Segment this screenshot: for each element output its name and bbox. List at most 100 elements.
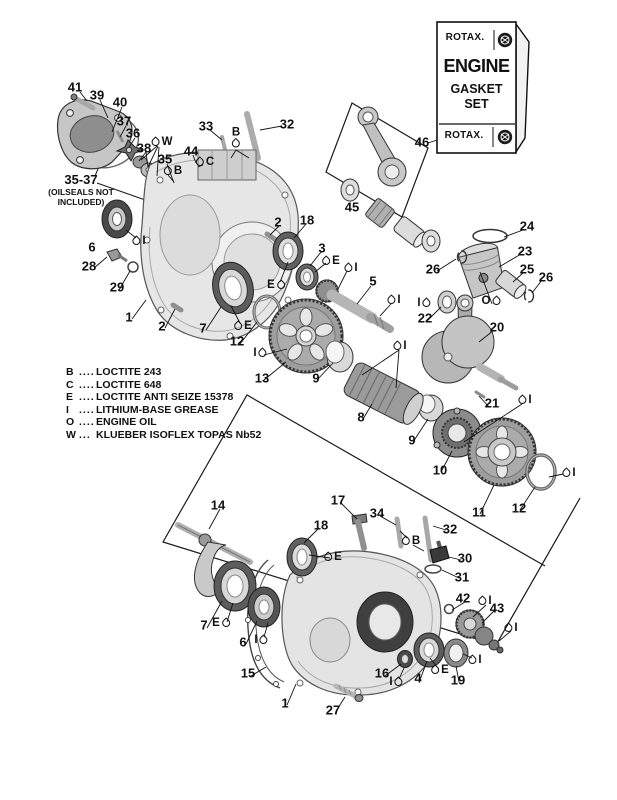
fluid-letter: I <box>488 595 492 607</box>
fluid-letter: C <box>205 156 215 168</box>
legend-letter: W <box>66 428 76 441</box>
part-callout-41: 41 <box>67 79 83 95</box>
lower-crankcase-group <box>175 513 504 702</box>
fluid-marker-I: I <box>516 394 532 406</box>
legend-dots: .... <box>79 378 95 391</box>
legend-dots: .... <box>79 416 95 429</box>
part-callout-2: 2 <box>274 214 282 230</box>
part-callout-21: 21 <box>484 395 500 411</box>
oil-droplet-icon <box>256 347 269 359</box>
gear-11 <box>467 417 537 487</box>
part-callout-28: 28 <box>81 258 97 274</box>
oil-droplet-icon <box>490 295 503 307</box>
part-callout-6: 6 <box>88 239 96 255</box>
part-callout-1: 1 <box>281 695 289 711</box>
legend-row-E: E....LOCTITE ANTI SEIZE 15378 <box>66 391 261 404</box>
oil-droplet-icon <box>162 165 174 177</box>
oil-droplet-icon <box>466 654 479 666</box>
part-callout-8: 8 <box>357 409 365 425</box>
fluid-letter: I <box>389 676 393 688</box>
part-callout-17: 17 <box>330 492 346 508</box>
part-callout-43: 43 <box>489 600 505 616</box>
fluid-marker-E: E <box>232 320 252 332</box>
oilseal-note-line2: INCLUDED) <box>57 197 105 207</box>
part-callout-25: 25 <box>519 261 535 277</box>
part-callout-18: 18 <box>313 517 329 533</box>
part-callout-46: 46 <box>414 134 430 150</box>
fluid-letter: I <box>478 654 482 666</box>
part-callout-34: 34 <box>369 505 385 521</box>
legend-letter: B <box>66 366 74 378</box>
fluid-marker-O: O <box>481 295 503 307</box>
fluid-marker-E: E <box>320 255 340 267</box>
legend-dots: .... <box>79 366 95 378</box>
part-callout-26: 26 <box>425 261 441 277</box>
part-callout-42: 42 <box>455 590 471 606</box>
oil-droplet-icon <box>257 634 270 646</box>
part-callout-30: 30 <box>457 550 473 566</box>
part-callout-33: 33 <box>198 118 214 134</box>
oil-droplet-icon <box>391 340 404 352</box>
fluid-marker-I: I <box>254 634 270 646</box>
fluid-letter: O <box>481 295 491 307</box>
legend-dots: .... <box>79 391 95 404</box>
leader-lines <box>79 91 564 712</box>
fluid-letter: I <box>572 467 576 479</box>
part-callout-26: 26 <box>538 269 554 285</box>
oil-droplet-icon <box>385 294 398 306</box>
fluid-letter: I <box>397 294 401 306</box>
oil-droplet-icon <box>322 551 334 563</box>
legend-row-B: B....LOCTITE 243 <box>66 366 261 379</box>
part-callout-32: 32 <box>279 116 295 132</box>
oil-droplet-icon <box>320 255 332 267</box>
part-callout-24: 24 <box>519 218 535 234</box>
fluid-marker-E: E <box>212 617 232 629</box>
part-callout-32: 32 <box>442 521 458 537</box>
legend-letter: I <box>66 403 69 416</box>
fluid-letter: E <box>212 617 220 629</box>
part-callout-18: 18 <box>299 212 315 228</box>
oil-droplet-icon <box>476 595 489 607</box>
fluid-marker-I: I <box>130 235 146 247</box>
oil-droplet-icon <box>420 297 433 309</box>
shaft-5 <box>315 279 394 333</box>
gasket-set-packet <box>436 21 530 155</box>
part-callout-35: 35 <box>157 151 173 167</box>
part-callout-37: 37 <box>116 113 132 129</box>
fluid-marker-E: E <box>429 664 449 676</box>
fluid-letter: B <box>173 165 183 177</box>
fluid-marker-B: B <box>230 126 242 150</box>
part-callout-31: 31 <box>454 569 470 585</box>
fluid-letter: I <box>254 634 258 646</box>
fluid-marker-I: I <box>417 297 433 309</box>
part-callout-6: 6 <box>239 634 247 650</box>
oil-droplet-icon <box>149 136 162 148</box>
part-callout-3: 3 <box>318 240 326 256</box>
legend-text: ENGINE OIL <box>96 416 157 429</box>
upper-crankcase-group <box>101 149 557 491</box>
part-callout-39: 39 <box>89 87 105 103</box>
part-callout-40: 40 <box>112 94 128 110</box>
rotax-logo-icon <box>497 129 513 145</box>
fluid-letter: I <box>514 622 518 634</box>
oilseal-note: 35-37 (OILSEALS NOT INCLUDED) <box>36 172 126 207</box>
fluid-marker-I: I <box>342 262 358 274</box>
part-callout-29: 29 <box>109 279 125 295</box>
oil-droplet-icon <box>220 617 232 629</box>
fluid-letter: E <box>244 320 252 332</box>
part-callout-38: 38 <box>136 140 152 156</box>
part-callout-22: 22 <box>417 310 433 326</box>
legend-text: KLUEBER ISOFLEX TOPAS Nb52 <box>96 428 262 441</box>
part-callout-23: 23 <box>517 243 533 259</box>
piston-group <box>458 242 505 299</box>
fluid-letter: B <box>231 126 241 139</box>
legend-letter: E <box>66 391 74 404</box>
oil-droplet-icon <box>560 467 573 479</box>
part-callout-27: 27 <box>325 702 341 718</box>
fluid-letter: E <box>267 279 275 291</box>
fluid-marker-I: I <box>502 622 518 634</box>
pump-gear-43 <box>455 609 504 654</box>
oilseal-range: 35-37 <box>64 172 98 187</box>
oil-droplet-icon <box>342 262 355 274</box>
